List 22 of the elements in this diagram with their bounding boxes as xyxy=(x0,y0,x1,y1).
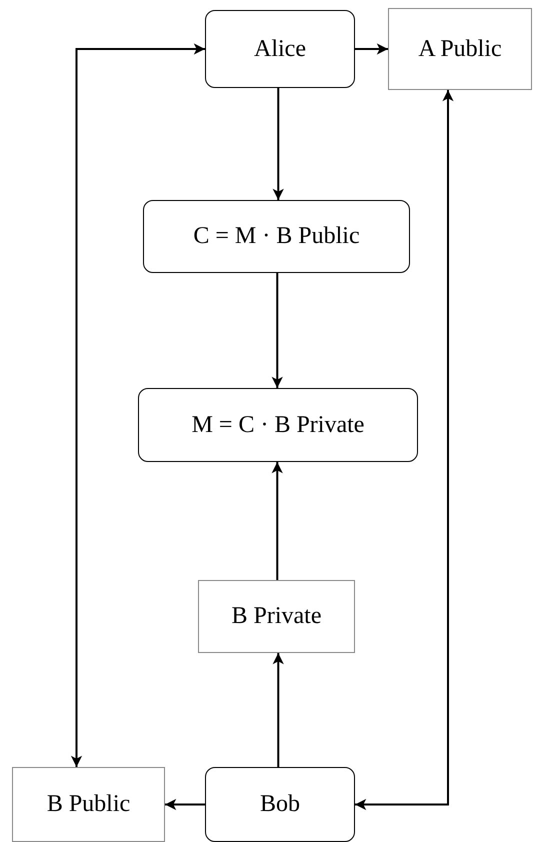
box xyxy=(12,767,165,842)
arrow xyxy=(355,43,388,55)
arrow xyxy=(272,462,283,580)
node-label: Bob xyxy=(260,791,300,818)
arrow xyxy=(272,273,283,388)
node-label: C = M · B Public xyxy=(193,223,360,250)
node-label: M = C · B Private xyxy=(192,412,364,438)
node-label: Alice xyxy=(254,36,306,62)
arrow xyxy=(272,88,284,200)
node-label: B Public xyxy=(46,791,130,818)
rounded-box xyxy=(143,200,410,273)
arrow xyxy=(70,43,205,767)
box xyxy=(198,580,355,653)
box xyxy=(388,8,532,90)
arrow xyxy=(165,798,205,810)
arrow xyxy=(355,90,454,810)
rounded-box xyxy=(205,767,355,842)
rounded-box xyxy=(205,10,355,88)
node-label: A Public xyxy=(418,36,502,62)
rounded-box xyxy=(138,388,418,462)
arrow xyxy=(272,653,284,767)
node-label: B Private xyxy=(232,603,322,630)
